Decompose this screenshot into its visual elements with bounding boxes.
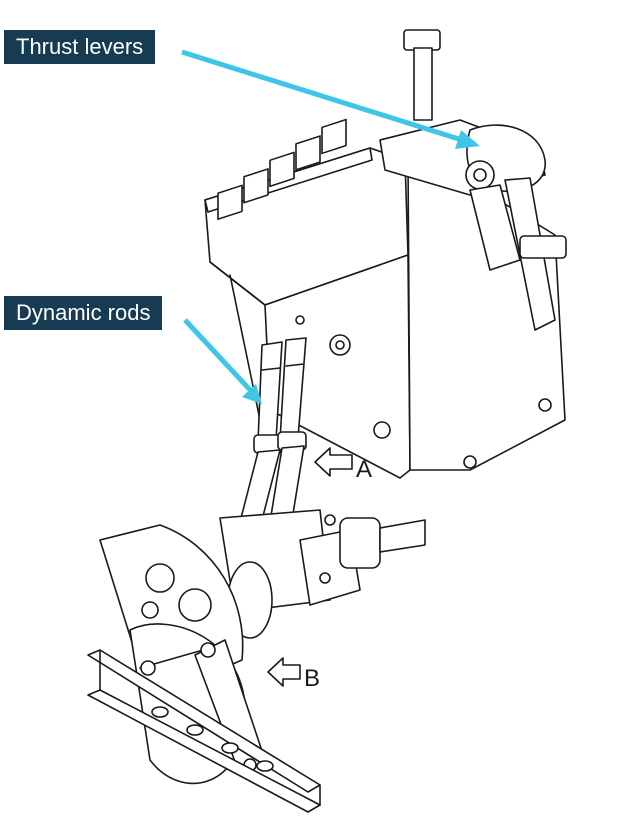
view-label-b: B [304, 665, 320, 692]
dynamic-rods-arrowhead [242, 384, 262, 404]
thrust-levers-arrowhead [455, 130, 480, 149]
view-label-a: A [356, 456, 372, 483]
connector-blocks [217, 118, 347, 221]
dynamic-rods-callout: Dynamic rods [4, 296, 163, 330]
view-arrow-a-icon [314, 447, 353, 477]
shaft-bearing-assembly [219, 509, 426, 639]
throttle-quadrant-housing [204, 118, 566, 479]
view-arrow-b-icon [267, 657, 301, 687]
thrust-levers-leader-line [181, 49, 463, 143]
support-beam [87, 649, 321, 813]
dynamic-rods-leader-line [183, 318, 254, 394]
thrust-levers-callout: Thrust levers [4, 30, 156, 64]
dynamic-rods [239, 337, 307, 523]
thrust-levers [379, 29, 567, 331]
